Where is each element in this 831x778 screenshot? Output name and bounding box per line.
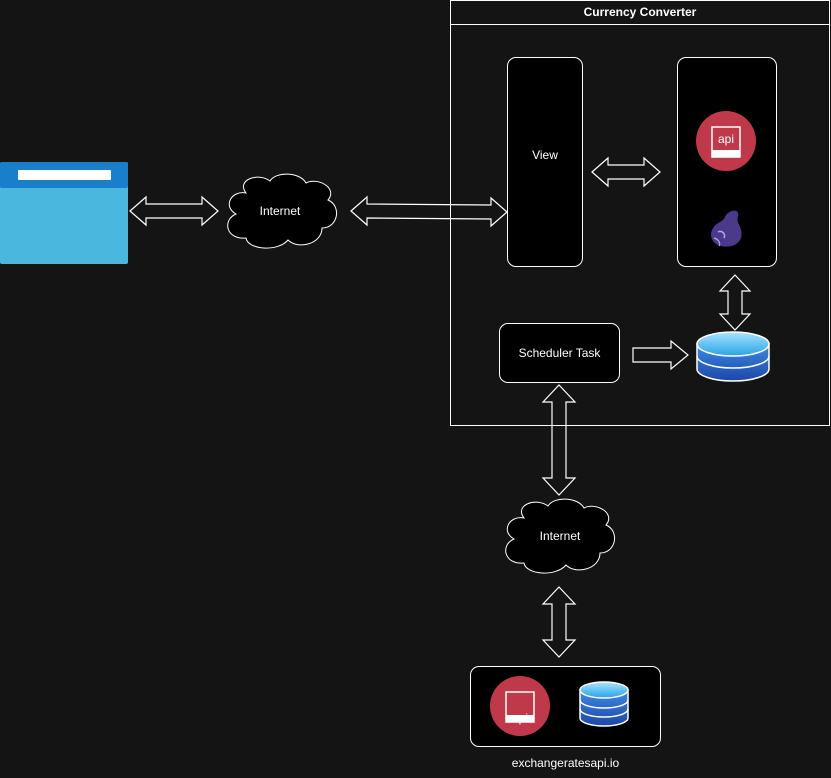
internet-label: Internet [259, 204, 301, 218]
container-title: Currency Converter [451, 1, 829, 25]
internet-external-arrow [541, 586, 577, 658]
scheduler-database-arrow [632, 339, 689, 371]
view-label: View [532, 148, 558, 162]
browser-window-icon [0, 162, 128, 264]
api-icon [490, 676, 550, 736]
api-icon-text: api [717, 132, 734, 146]
database-icon [696, 331, 770, 382]
api-database-arrow [718, 274, 752, 331]
flask-icon [711, 210, 742, 247]
browser-internet-arrow [129, 195, 219, 227]
scheduler-task-box[interactable]: Scheduler Task [499, 323, 620, 383]
cloud-icon [505, 498, 615, 574]
database-icon [579, 681, 629, 727]
api-icon-text: api [511, 711, 528, 725]
currency-converter-container: Currency Converter [450, 0, 830, 426]
api-icon [696, 111, 756, 171]
internet-label: Internet [539, 529, 581, 543]
view-box[interactable]: View [507, 57, 583, 267]
external-service-label: exchangeratesapi.io [511, 756, 620, 770]
scheduler-internet-arrow [541, 384, 577, 496]
view-api-arrow [591, 156, 661, 188]
cloud-icon [227, 173, 337, 249]
scheduler-label: Scheduler Task [518, 346, 601, 360]
